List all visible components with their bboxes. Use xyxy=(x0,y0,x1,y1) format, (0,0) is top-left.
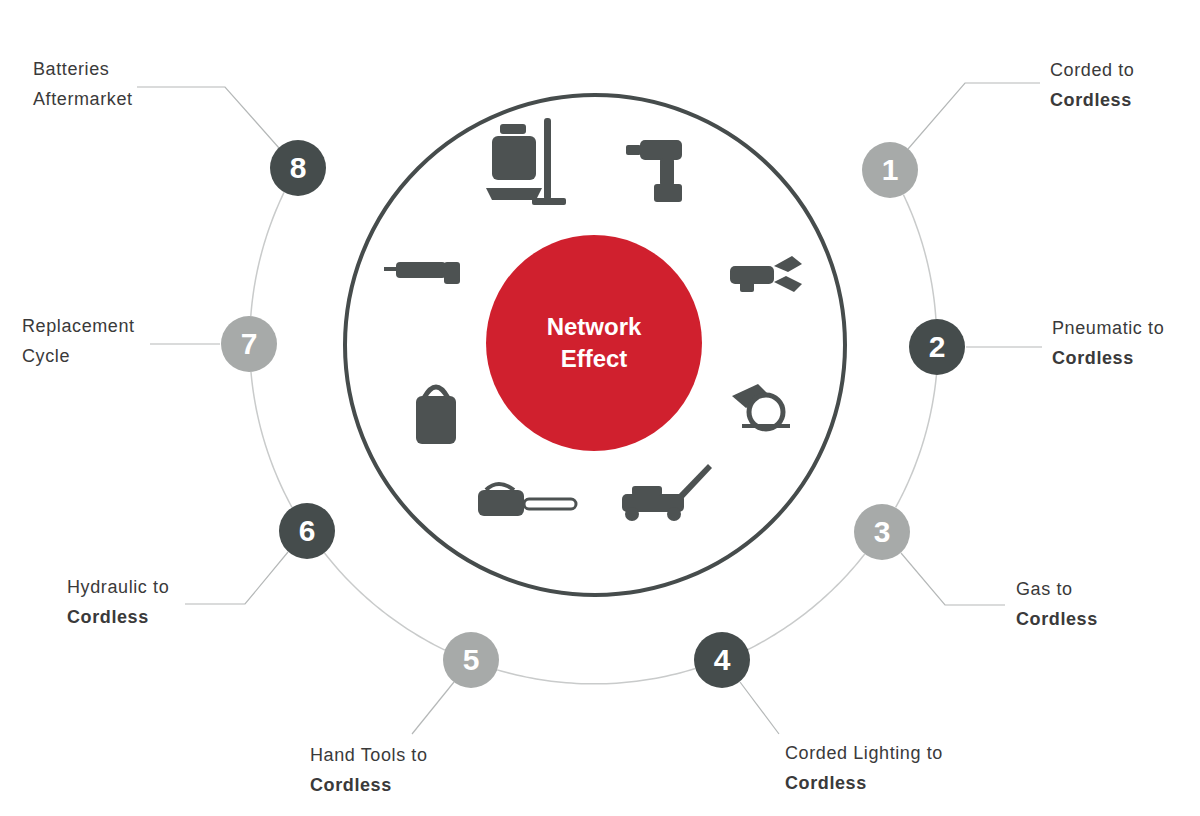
drill-icon xyxy=(626,140,682,202)
step-number: 1 xyxy=(882,153,899,187)
ring-connector xyxy=(748,554,865,649)
hub-circle: Network Effect xyxy=(486,235,702,451)
circle-content: Network Effect xyxy=(486,235,702,451)
circle-content: 7 xyxy=(221,316,277,372)
step-target: Cordless xyxy=(1016,604,1098,634)
circle-fill xyxy=(221,316,277,372)
step-target: Cordless xyxy=(67,602,169,632)
step-circle: 6Hydraulic toCordless xyxy=(279,503,335,559)
circle-content: 2 xyxy=(909,319,965,375)
ring-connector xyxy=(497,669,695,684)
leader-line xyxy=(901,553,1005,605)
circle-content: 5 xyxy=(443,632,499,688)
leader-lines xyxy=(137,83,1042,734)
circle-fill xyxy=(854,504,910,560)
leader-line xyxy=(150,343,220,344)
circle-fill xyxy=(862,142,918,198)
step-source: Gas to xyxy=(1016,574,1098,604)
step-label: Replacement Cycle xyxy=(22,311,147,371)
leader-line xyxy=(185,552,288,604)
step-number: 5 xyxy=(463,643,480,677)
circle-content: 1 xyxy=(862,142,918,198)
step-source: Corded to xyxy=(1050,55,1134,85)
circular-saw-icon xyxy=(732,384,790,429)
ring-connector xyxy=(324,553,444,650)
step-label: Corded Lighting toCordless xyxy=(785,738,943,798)
ring-connector xyxy=(896,375,937,508)
step-source: Pneumatic to xyxy=(1052,313,1164,343)
leader-line xyxy=(966,346,1042,347)
step-circle: 3Gas toCordless xyxy=(854,504,910,560)
cutter-icon xyxy=(730,256,802,292)
step-circle: 5Hand Tools toCordless xyxy=(443,632,499,688)
circle-content: 4 xyxy=(694,632,750,688)
step-circle: 7Replacement Cycle xyxy=(221,316,277,372)
step-number: 6 xyxy=(299,514,316,548)
step-circle: 1Corded toCordless xyxy=(862,142,918,198)
step-label: Hydraulic toCordless xyxy=(67,572,169,632)
tool-icons xyxy=(384,118,802,521)
leader-line xyxy=(908,83,1040,149)
leader-line xyxy=(137,87,279,148)
step-label: Corded toCordless xyxy=(1050,55,1134,115)
step-number: 4 xyxy=(714,643,731,677)
step-target: Cordless xyxy=(1050,85,1134,115)
outer-ring xyxy=(345,95,845,595)
circle-content: 8 xyxy=(270,140,326,196)
circle-content: 6 xyxy=(279,503,335,559)
leader-line xyxy=(412,682,454,734)
ring-connector xyxy=(903,195,936,319)
step-number: 8 xyxy=(290,151,307,185)
leader-line xyxy=(740,682,779,734)
step-label: Pneumatic toCordless xyxy=(1052,313,1164,373)
vacuum-icon xyxy=(486,118,566,205)
step-source: Hydraulic to xyxy=(67,572,169,602)
blower-bag-icon xyxy=(416,387,456,444)
step-circle: 4Corded Lighting toCordless xyxy=(694,632,750,688)
step-source: Replacement Cycle xyxy=(22,311,147,371)
chainsaw-icon xyxy=(478,484,576,516)
step-source: Corded Lighting to xyxy=(785,738,943,768)
circle-fill xyxy=(443,632,499,688)
step-source: Hand Tools to xyxy=(310,740,428,770)
step-label: Batteries Aftermarket xyxy=(33,54,148,114)
step-label: Hand Tools toCordless xyxy=(310,740,428,800)
circle-fill xyxy=(694,632,750,688)
step-target: Cordless xyxy=(1052,343,1164,373)
circle-fill xyxy=(486,235,702,451)
circle-content: 3 xyxy=(854,504,910,560)
ring-connector xyxy=(251,372,292,507)
step-target: Cordless xyxy=(310,770,428,800)
step-circle: 8Batteries Aftermarket xyxy=(270,140,326,196)
circle-shape xyxy=(486,235,702,451)
step-number: 7 xyxy=(241,327,258,361)
circle-fill xyxy=(279,503,335,559)
circle-fill xyxy=(270,140,326,196)
step-number: 3 xyxy=(874,515,891,549)
circle-fill xyxy=(909,319,965,375)
lawn-mower-icon xyxy=(622,464,712,521)
step-source: Batteries Aftermarket xyxy=(33,54,148,114)
hub-title: Network Effect xyxy=(529,311,659,375)
step-number: 2 xyxy=(929,330,946,364)
step-target: Cordless xyxy=(785,768,943,798)
reciprocating-saw-icon xyxy=(384,262,460,284)
step-label: Gas toCordless xyxy=(1016,574,1098,634)
step-circle: 2Pneumatic toCordless xyxy=(909,319,965,375)
ring-connector xyxy=(251,192,284,316)
